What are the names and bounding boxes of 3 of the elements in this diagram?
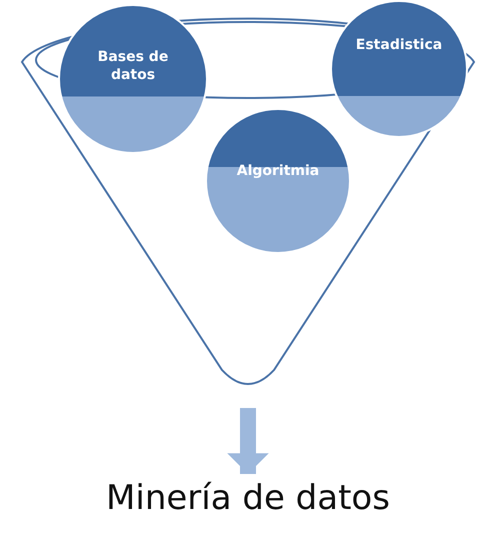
result-label: Minería de datos [58,478,438,530]
down-arrow [227,408,269,474]
topic-circle: Estadistica [330,0,468,138]
